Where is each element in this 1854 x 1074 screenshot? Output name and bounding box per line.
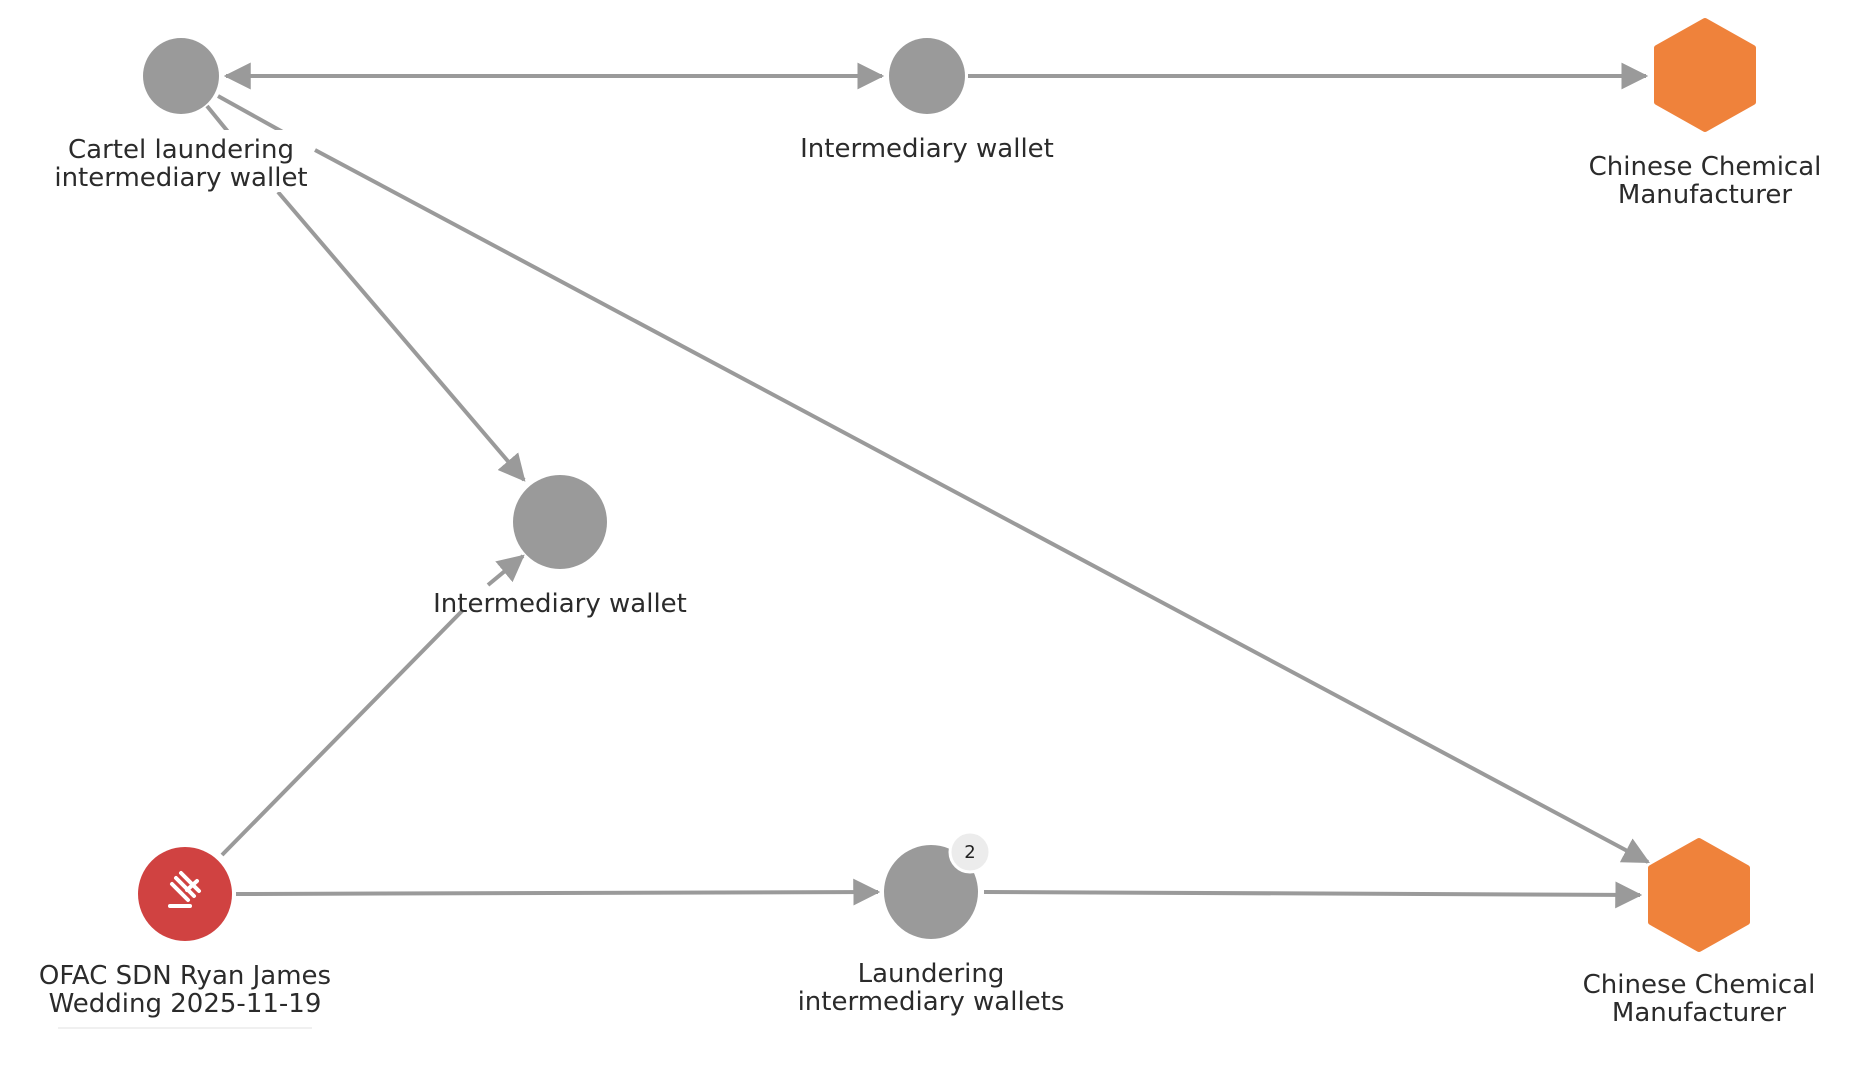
label-backdrop bbox=[48, 130, 314, 192]
edge-cartel-to-manufacturer-bottom-start[interactable] bbox=[217, 94, 291, 138]
count-badge-text: 2 bbox=[964, 842, 975, 863]
node-intermediary-middle[interactable]: Intermediary wallet bbox=[433, 475, 687, 619]
node-label-line1: Chinese Chemical bbox=[1583, 970, 1816, 1000]
node-label-line1: Intermediary wallet bbox=[800, 134, 1054, 164]
node-label-line1: Chinese Chemical bbox=[1589, 152, 1822, 182]
node-label-line2: intermediary wallets bbox=[798, 987, 1065, 1017]
wallet-node-circle[interactable] bbox=[513, 475, 607, 569]
manufacturer-hexagon-icon[interactable] bbox=[1654, 18, 1756, 132]
node-label-line1: Laundering bbox=[858, 959, 1005, 989]
node-laundering-wallets[interactable]: 2 Laundering intermediary wallets bbox=[798, 830, 1065, 1017]
edge-ofac-to-intermediary-middle[interactable] bbox=[220, 608, 465, 857]
wallet-node-circle[interactable] bbox=[884, 845, 978, 939]
manufacturer-hexagon-icon[interactable] bbox=[1648, 838, 1750, 952]
node-label-line2: Wedding 2025-11-19 bbox=[49, 989, 322, 1019]
gavel-icon bbox=[168, 871, 201, 908]
node-label-line2: Manufacturer bbox=[1618, 180, 1792, 210]
edge-ofac-to-intermediary-middle-arrow[interactable] bbox=[486, 554, 525, 587]
count-badge bbox=[948, 830, 992, 874]
node-intermediary-top[interactable]: Intermediary wallet bbox=[800, 38, 1054, 164]
edge-laundering-wallets-to-manufacturer-bottom[interactable] bbox=[983, 881, 1643, 909]
node-label-line2: Manufacturer bbox=[1612, 998, 1786, 1028]
wallet-node-circle[interactable] bbox=[889, 38, 965, 114]
edge-cartel-to-manufacturer-bottom[interactable] bbox=[314, 148, 1650, 864]
node-label-line1: OFAC SDN Ryan James bbox=[39, 961, 331, 991]
node-manufacturer-bottom[interactable]: Chinese Chemical Manufacturer bbox=[1583, 838, 1816, 1028]
node-cartel-wallet[interactable]: Cartel laundering intermediary wallet bbox=[48, 38, 314, 193]
node-manufacturer-top[interactable]: Chinese Chemical Manufacturer bbox=[1589, 18, 1822, 210]
node-label-line1: Cartel laundering bbox=[68, 135, 294, 165]
node-label-line1: Intermediary wallet bbox=[433, 589, 687, 619]
node-label-line2: intermediary wallet bbox=[54, 163, 307, 193]
edge-ofac-to-laundering-wallets[interactable] bbox=[235, 878, 881, 906]
edges bbox=[205, 62, 1650, 909]
node-ofac-sdn[interactable]: OFAC SDN Ryan James Wedding 2025-11-19 bbox=[39, 847, 331, 1029]
edge-cartel-to-intermediary-middle-lower[interactable] bbox=[276, 190, 526, 482]
sanctioned-node-circle[interactable] bbox=[138, 847, 232, 941]
wallet-node-circle[interactable] bbox=[143, 38, 219, 114]
